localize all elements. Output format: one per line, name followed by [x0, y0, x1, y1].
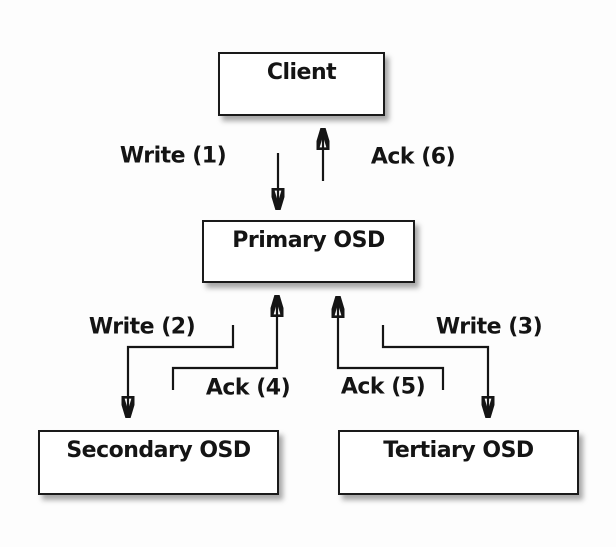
edge-write-2-arrow	[128, 325, 235, 416]
edge-label-write-2: Write (2)	[88, 314, 196, 340]
edge-ack-4-arrow	[171, 297, 277, 390]
edge-label-ack-4: Ack (4)	[205, 375, 291, 401]
node-client: Client	[218, 52, 385, 116]
edge-write-3-arrow	[381, 325, 488, 416]
edge-label-ack-6: Ack (6)	[370, 144, 456, 170]
edge-ack-5-arrow	[338, 298, 445, 390]
edge-label-write-1: Write (1)	[119, 143, 227, 169]
node-tertiary-osd: Tertiary OSD	[338, 430, 579, 495]
edge-label-write-3: Write (3)	[435, 314, 543, 340]
node-tertiary-osd-label: Tertiary OSD	[383, 438, 534, 463]
edge-label-ack-5: Ack (5)	[340, 374, 426, 400]
node-client-label: Client	[266, 60, 337, 85]
node-secondary-osd-label: Secondary OSD	[66, 438, 251, 463]
node-primary-osd: Primary OSD	[202, 220, 415, 283]
node-primary-osd-label: Primary OSD	[232, 228, 385, 253]
node-secondary-osd: Secondary OSD	[38, 430, 279, 495]
